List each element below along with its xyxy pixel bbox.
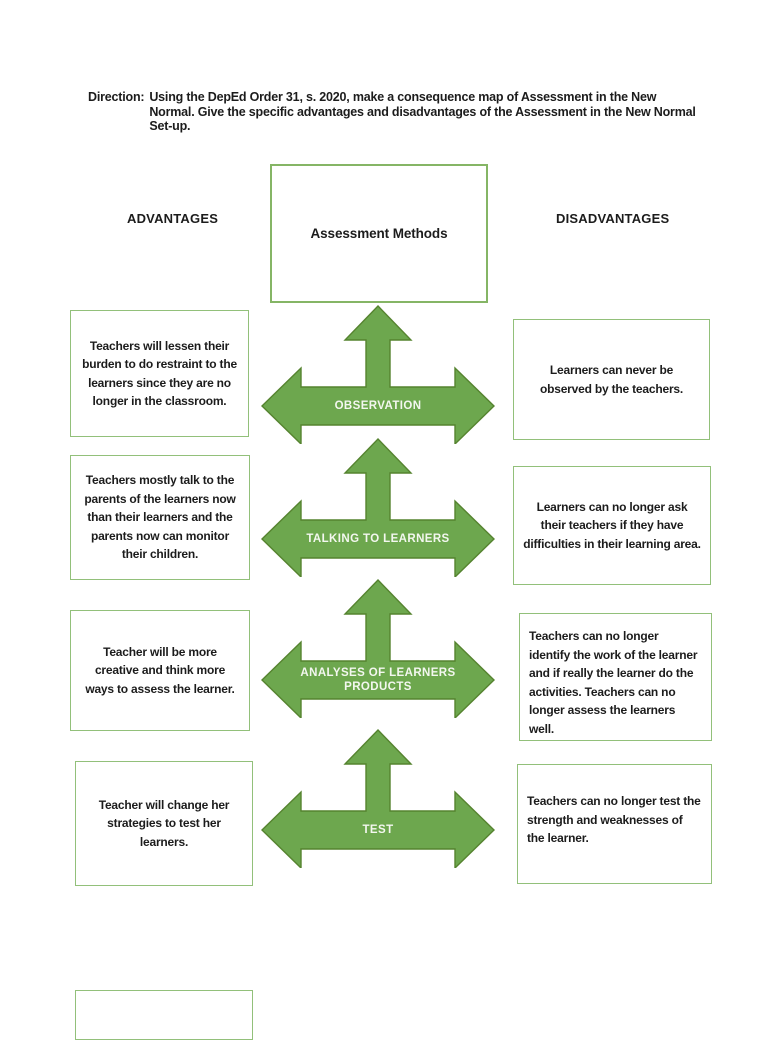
direction-body: Using the DepEd Order 31, s. 2020, make … bbox=[149, 90, 695, 134]
advantage-text: Teachers mostly talk to the parents of t… bbox=[84, 473, 236, 562]
direction-line: Normal. Give the specific advantages and… bbox=[149, 104, 696, 119]
disadvantage-text: Learners can no longer ask their teacher… bbox=[523, 499, 701, 551]
method-arrow: OBSERVATION bbox=[258, 304, 498, 444]
advantage-text: Teacher will be more creative and think … bbox=[85, 644, 235, 696]
method-arrow: ANALYSES OF LEARNERS PRODUCTS bbox=[258, 578, 498, 718]
advantage-text: Teacher will change her strategies to te… bbox=[98, 797, 230, 849]
method-arrow: TEST bbox=[258, 728, 498, 868]
assessment-methods-box: Assessment Methods bbox=[270, 164, 488, 303]
direction-line: Set-up. bbox=[149, 119, 191, 133]
disadvantage-box: Teachers can no longer test the strength… bbox=[517, 764, 712, 884]
three-way-arrow-shape bbox=[260, 437, 496, 577]
three-way-arrow-shape bbox=[260, 578, 496, 718]
assessment-methods-title: Assessment Methods bbox=[310, 226, 448, 241]
disadvantages-header: DISADVANTAGES bbox=[556, 211, 670, 226]
next-page-box-preview bbox=[75, 990, 253, 1040]
disadvantage-text: Teachers can no longer identify the work… bbox=[529, 629, 698, 736]
advantage-box: Teacher will change her strategies to te… bbox=[75, 761, 253, 886]
three-way-arrow-shape bbox=[260, 728, 496, 868]
direction-label: Direction: bbox=[88, 90, 145, 104]
advantages-header: ADVANTAGES bbox=[127, 211, 219, 226]
advantage-box: Teacher will be more creative and think … bbox=[70, 610, 250, 731]
direction-line: Using the DepEd Order 31, s. 2020, make … bbox=[149, 90, 657, 104]
disadvantage-box: Learners can no longer ask their teacher… bbox=[513, 466, 711, 585]
disadvantage-text: Learners can never be observed by the te… bbox=[539, 363, 684, 396]
three-way-arrow-shape bbox=[260, 304, 496, 444]
disadvantage-box: Learners can never be observed by the te… bbox=[513, 319, 710, 440]
disadvantage-box: Teachers can no longer identify the work… bbox=[519, 613, 712, 741]
advantage-box: Teachers will lessen their burden to do … bbox=[70, 310, 249, 437]
direction-text: Direction: Using the DepEd Order 31, s. … bbox=[88, 90, 696, 134]
advantage-text: Teachers will lessen their burden to do … bbox=[82, 338, 237, 409]
advantage-box: Teachers mostly talk to the parents of t… bbox=[70, 455, 250, 580]
method-arrow: TALKING TO LEARNERS bbox=[258, 437, 498, 577]
disadvantage-text: Teachers can no longer test the strength… bbox=[527, 794, 701, 845]
